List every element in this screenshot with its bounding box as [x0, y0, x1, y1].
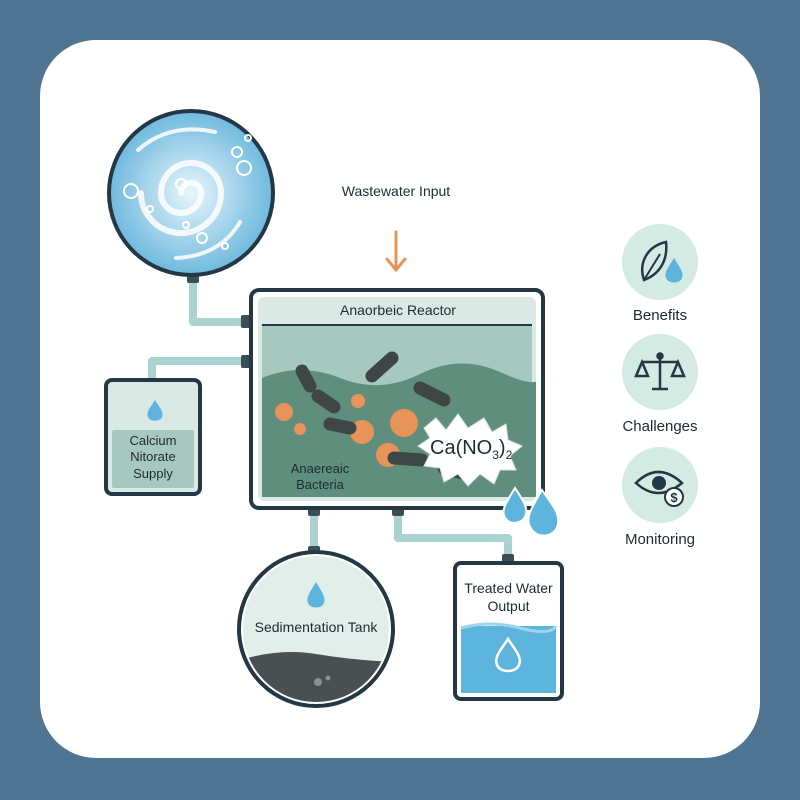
input-arrow: [385, 230, 407, 273]
pipes: [148, 276, 512, 562]
calcium-nitrate-supply-label: Calcium Nitorate Supply: [129, 433, 177, 481]
bubbles: [123, 134, 252, 250]
anaerobic-reactor: [249, 288, 545, 510]
droplets: [502, 486, 560, 537]
pipe-swirl-to-reactor: [189, 276, 249, 326]
water-drop-icon: [307, 582, 325, 608]
formula-sub-2: 2: [505, 448, 513, 462]
svg-text:$: $: [670, 490, 678, 505]
sedimentation-tank: [237, 550, 395, 708]
water-drop-icon: [147, 400, 163, 421]
wastewater-input-label: Wastewater Input: [341, 183, 451, 199]
treated-water-tank: [453, 561, 564, 701]
eye-dollar-icon: $: [634, 470, 684, 507]
formula-base: Ca(NO: [430, 437, 493, 459]
benefits-label: Benefits: [632, 307, 688, 324]
swirl-tank: [107, 109, 275, 277]
pipe-supply-to-reactor: [148, 357, 249, 384]
sedimentation-tank-label: Sedimentation Tank: [254, 619, 378, 635]
reactor-title: Anaorbeic Reactor: [340, 302, 456, 318]
bacteria-cluster: [275, 351, 473, 481]
chemical-formula: Ca(NO3)2: [430, 436, 530, 463]
monitoring-label: Monitoring: [624, 531, 696, 548]
swirl-icon: [136, 127, 242, 260]
balance-scale-icon: [634, 352, 686, 391]
leaf-drop-icon: [641, 240, 683, 283]
formula-burst: [417, 413, 523, 487]
bacteria-label: Anaereaic Bacteria: [290, 461, 350, 493]
formula-close: ): [498, 437, 506, 459]
monitoring-button[interactable]: $: [622, 447, 698, 523]
challenges-label: Challenges: [622, 418, 698, 435]
formula-sub-1: 3: [492, 448, 499, 462]
pipe-reactor-to-treated: [394, 508, 512, 562]
treated-water-output-label: Treated Water Output: [464, 580, 553, 614]
challenges-button[interactable]: [622, 334, 698, 410]
water-drop-icon: [495, 636, 521, 673]
calcium-nitrate-supply-tank: [104, 378, 202, 496]
benefits-button[interactable]: [622, 224, 698, 300]
